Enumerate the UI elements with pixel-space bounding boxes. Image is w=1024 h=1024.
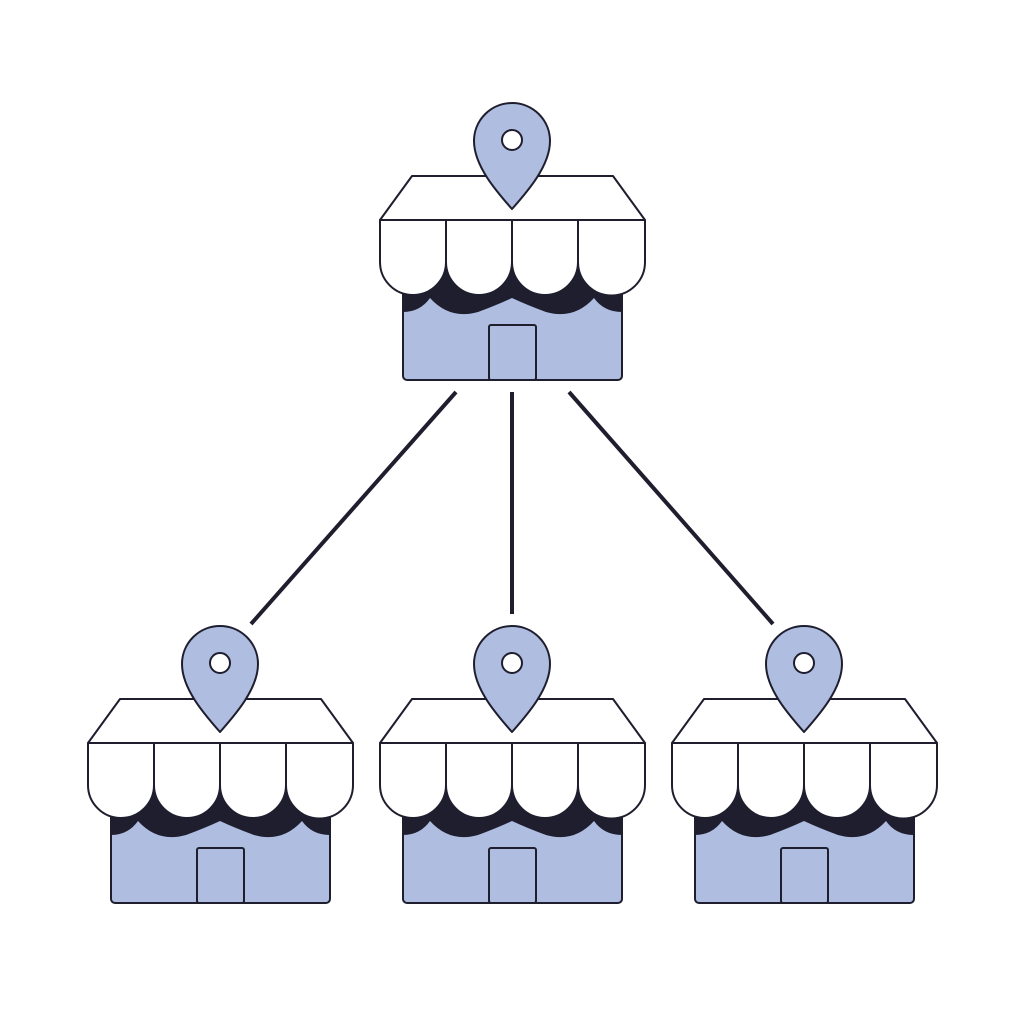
location-pin-icon	[765, 625, 843, 733]
store-door	[196, 847, 245, 904]
store-left	[87, 625, 354, 904]
connector-lines	[249, 390, 775, 626]
store-top	[379, 102, 646, 381]
location-pin-hole	[209, 652, 231, 674]
location-pin-icon	[181, 625, 259, 733]
location-pin-hole	[793, 652, 815, 674]
location-pin-icon	[473, 625, 551, 733]
store-center	[379, 625, 646, 904]
store-door	[488, 324, 537, 381]
location-pin-icon	[473, 102, 551, 210]
store-door	[780, 847, 829, 904]
store-door	[488, 847, 537, 904]
location-pin-hole	[501, 652, 523, 674]
location-pin-hole	[501, 129, 523, 151]
connector-line	[249, 390, 458, 626]
store-nodes	[87, 102, 938, 904]
store-right	[671, 625, 938, 904]
connector-line	[567, 390, 775, 626]
